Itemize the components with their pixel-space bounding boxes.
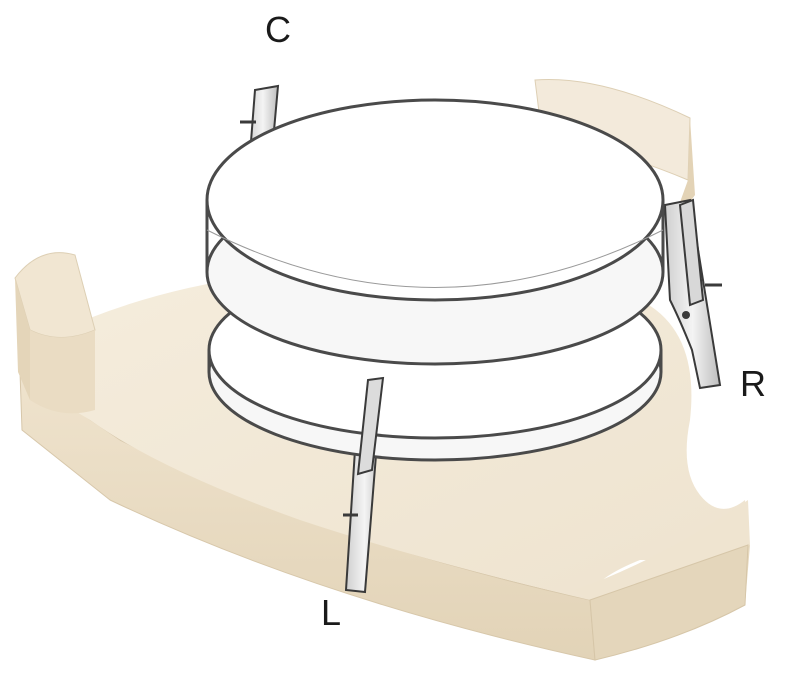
label-l: L (321, 595, 341, 631)
label-c: C (265, 12, 291, 48)
upper-disc (207, 100, 663, 364)
label-r: R (740, 366, 766, 402)
